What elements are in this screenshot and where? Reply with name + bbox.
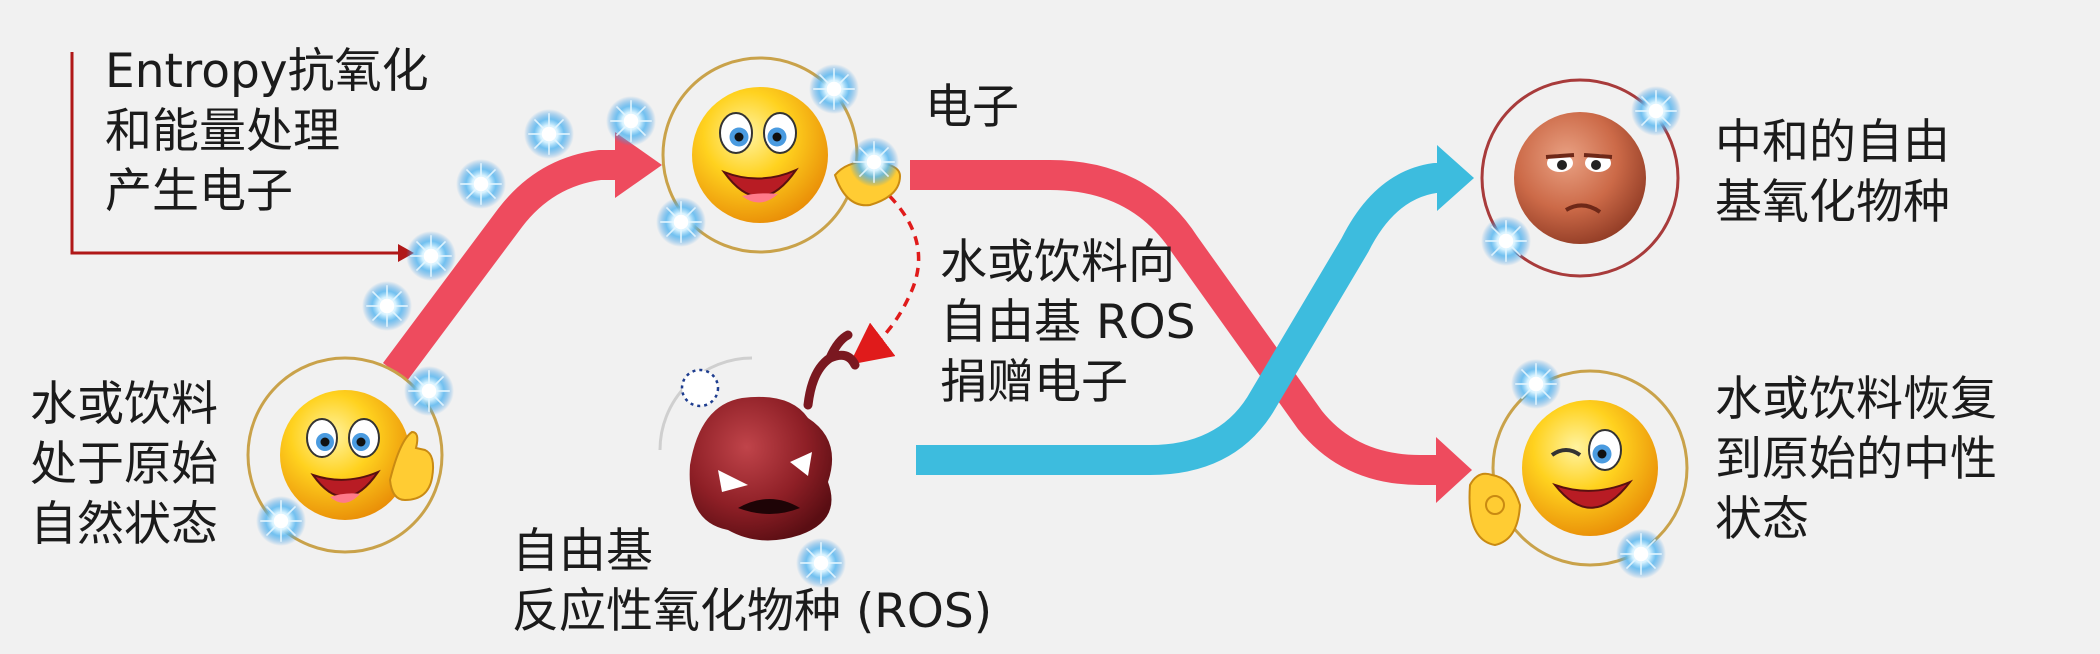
electron-label: 电子 — [925, 80, 1019, 135]
electron-flow-arrow-up — [382, 132, 662, 381]
source-label: Entropy抗氧化 和能量处理 产生电子 — [105, 44, 429, 219]
free-radical-label: 自由基 反应性氧化物种 (ROS) — [512, 524, 993, 639]
neutralized-label: 中和的自由 基氧化物种 — [1715, 115, 1950, 230]
angry-germ-icon — [658, 330, 860, 541]
source-bracket-arrow — [70, 52, 414, 262]
donate-label: 水或饮料向 自由基 ROS 捐赠电子 — [940, 235, 1196, 410]
water-start-label: 水或饮料 处于原始 自然状态 — [30, 377, 218, 552]
donation-dashed-arrow — [849, 183, 921, 365]
recovery-arrow — [910, 160, 1472, 503]
winking-ok-face-icon — [1468, 369, 1689, 567]
restored-label: 水或饮料恢复 到原始的中性 状态 — [1715, 372, 1997, 547]
unimpressed-face-icon — [1480, 78, 1680, 278]
happy-thumbs-up-face-icon — [246, 356, 444, 554]
neutralization-arrow — [916, 145, 1474, 475]
